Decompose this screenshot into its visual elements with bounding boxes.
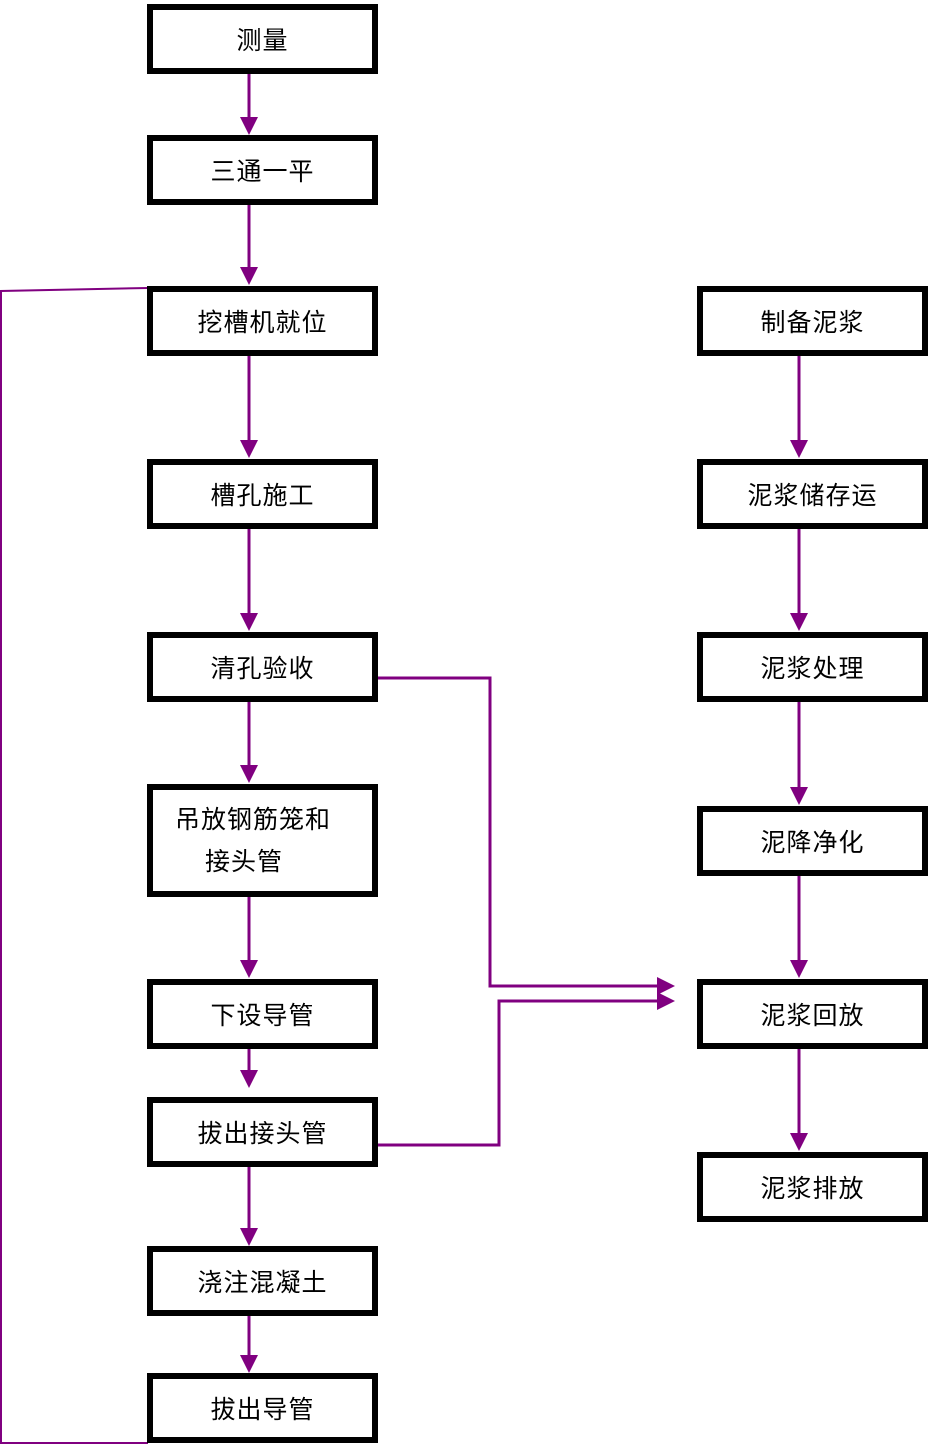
node-pull-joint-pipe: 拔出接头管 [147,1097,378,1167]
node-prepare-slurry: 制备泥浆 [697,286,928,356]
node-measure: 测量 [147,4,378,74]
node-label: 泥浆处理 [760,654,865,683]
edge-loop-back [0,287,149,1444]
node-label-line2: 接头管 [205,846,284,876]
node-label: 槽孔施工 [210,481,315,510]
node-label: 制备泥浆 [760,308,865,337]
node-label: 下设导管 [210,1001,315,1030]
node-place-tremie: 下设导管 [147,979,378,1049]
node-hole-clean-accept: 清孔验收 [147,632,378,702]
node-trench-construction: 槽孔施工 [147,459,378,529]
node-slurry-storage: 泥浆储存运 [697,459,928,529]
node-label: 挖槽机就位 [197,308,328,337]
node-slurry-treatment: 泥浆处理 [697,632,928,702]
node-label: 泥降净化 [760,828,865,857]
node-hoist-cage: 吊放钢筋笼和 接头管 [147,784,378,897]
node-label: 泥浆排放 [760,1174,865,1203]
node-label: 拔出导管 [210,1395,315,1424]
edge-pull-joint-to-slurry-return [376,992,675,1147]
node-excavator-position: 挖槽机就位 [147,286,378,356]
node-three-one: 三通一平 [147,135,378,205]
node-label: 测量 [236,26,289,55]
node-label: 清孔验收 [210,654,315,683]
node-pull-tremie: 拔出导管 [147,1373,378,1443]
node-label: 拔出接头管 [197,1119,328,1148]
node-label: 三通一平 [210,157,315,186]
node-pour-concrete: 浇注混凝土 [147,1246,378,1316]
node-slurry-discharge: 泥浆排放 [697,1152,928,1222]
node-label: 浇注混凝土 [197,1268,328,1297]
node-slurry-return: 泥浆回放 [697,979,928,1049]
node-label: 泥浆回放 [760,1001,865,1030]
node-label-line1: 吊放钢筋笼和 [175,804,332,834]
node-desanding: 泥降净化 [697,806,928,876]
node-label: 泥浆储存运 [747,481,878,510]
edge-clean-to-slurry-return [376,676,675,995]
